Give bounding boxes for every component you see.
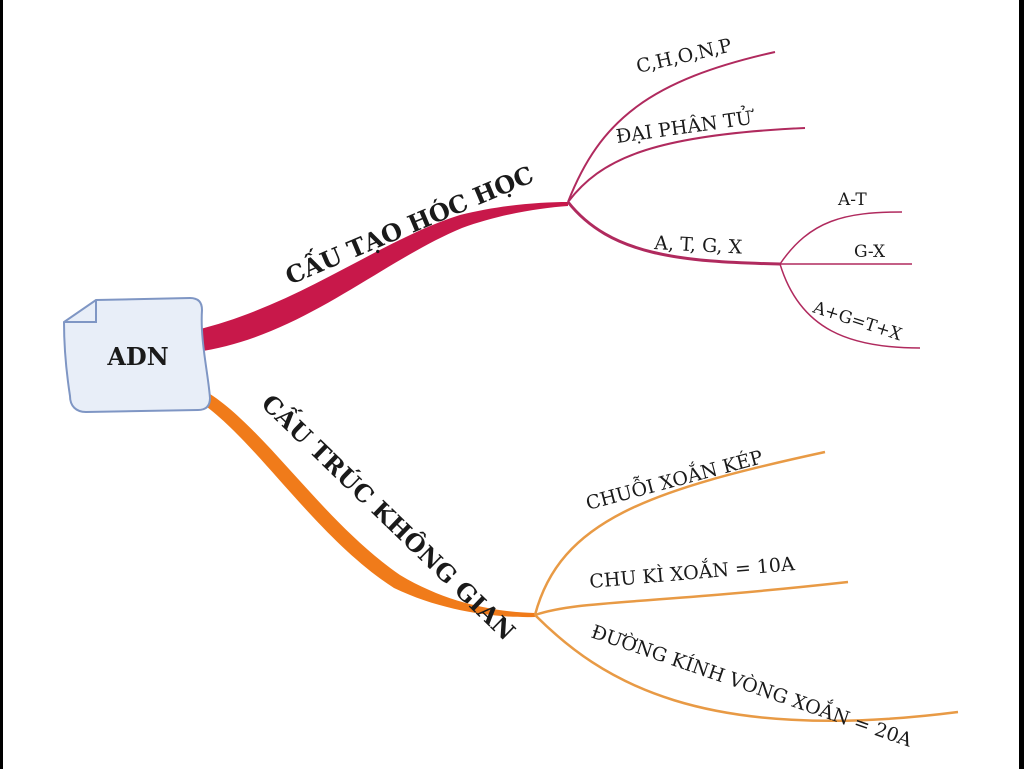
label-sum-rule: A+G=T+X	[810, 297, 906, 345]
branch-connector-chemical-structure	[196, 202, 568, 352]
frame-border-left	[0, 0, 3, 769]
label-atgx: A, T, G, X	[653, 232, 743, 259]
root-node-fold	[64, 300, 97, 323]
label-a-t: A-T	[837, 190, 867, 210]
label-duong-kinh-vong-xoan: ĐƯỜNG KÍNH VÒNG XOẮN = 20A	[588, 618, 916, 752]
connector-chuoi-xoan-kep	[533, 450, 826, 616]
connector-dai-phan-tu	[567, 127, 806, 203]
label-g-x: G-X	[854, 242, 886, 262]
branch-label-spatial-structure: CẤU TRÚC KHÔNG GIAN	[256, 386, 523, 646]
label-chu-ki-xoan: CHU KÌ XOẮN = 10A	[588, 550, 796, 593]
root-node-shape	[62, 296, 212, 414]
connector-a-t	[779, 211, 903, 265]
branch-label-chemical-structure: CẤU TẠO HÓC HỌC	[280, 157, 538, 291]
connector-atgx	[566, 201, 781, 266]
connector-chu-ki-xoan	[534, 580, 849, 617]
connector-chonp	[567, 51, 776, 203]
label-chonp: C,H,O,N,P	[634, 35, 734, 78]
connector-sum-rule	[779, 263, 921, 349]
root-label: ADN	[106, 342, 168, 371]
connector-duong-kinh	[534, 614, 959, 723]
frame-border-right	[1019, 0, 1024, 769]
label-chuoi-xoan-kep: CHUỖI XOẮN KÉP	[583, 443, 766, 514]
